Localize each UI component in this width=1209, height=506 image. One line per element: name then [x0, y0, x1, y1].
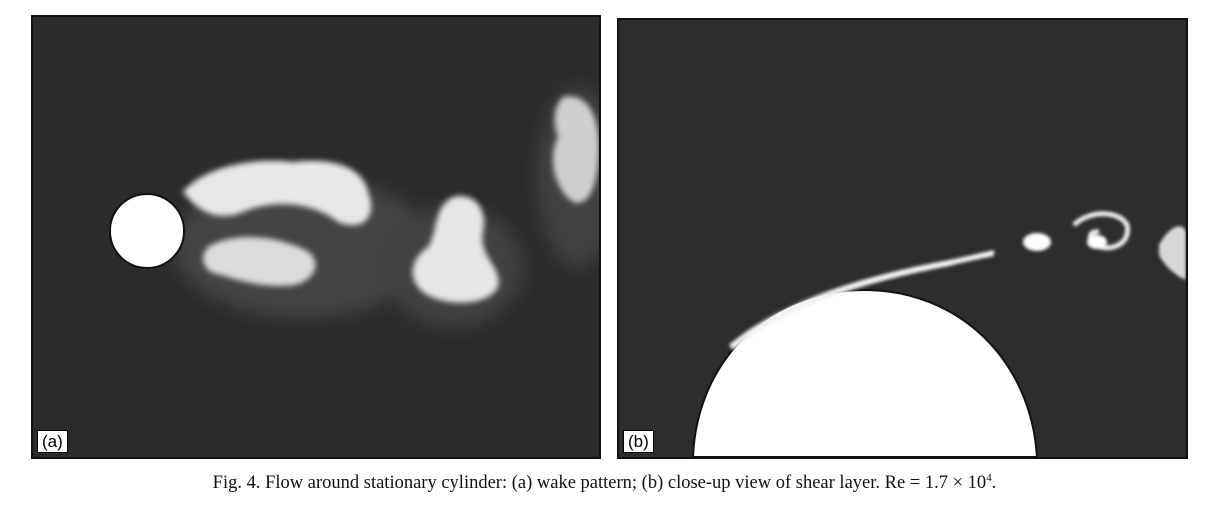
wake-vortices — [183, 96, 599, 303]
wake-pattern-photo — [33, 17, 599, 457]
caption-text: Fig. 4. Flow around stationary cylinder:… — [212, 473, 987, 493]
panel-label-a: (a) — [37, 430, 68, 453]
figure-caption: Fig. 4. Flow around stationary cylinder:… — [0, 471, 1209, 494]
caption-exponent: 4 — [986, 471, 992, 484]
cylinder — [109, 193, 185, 269]
figure-panel-a: (a) — [31, 15, 601, 459]
caption-end: . — [991, 473, 997, 493]
cylinder-closeup — [691, 288, 1039, 457]
figure-panel-b: (b) — [617, 18, 1188, 459]
panel-label-b: (b) — [623, 430, 654, 453]
shear-layer — [729, 211, 1186, 350]
shear-layer-photo — [619, 20, 1186, 457]
